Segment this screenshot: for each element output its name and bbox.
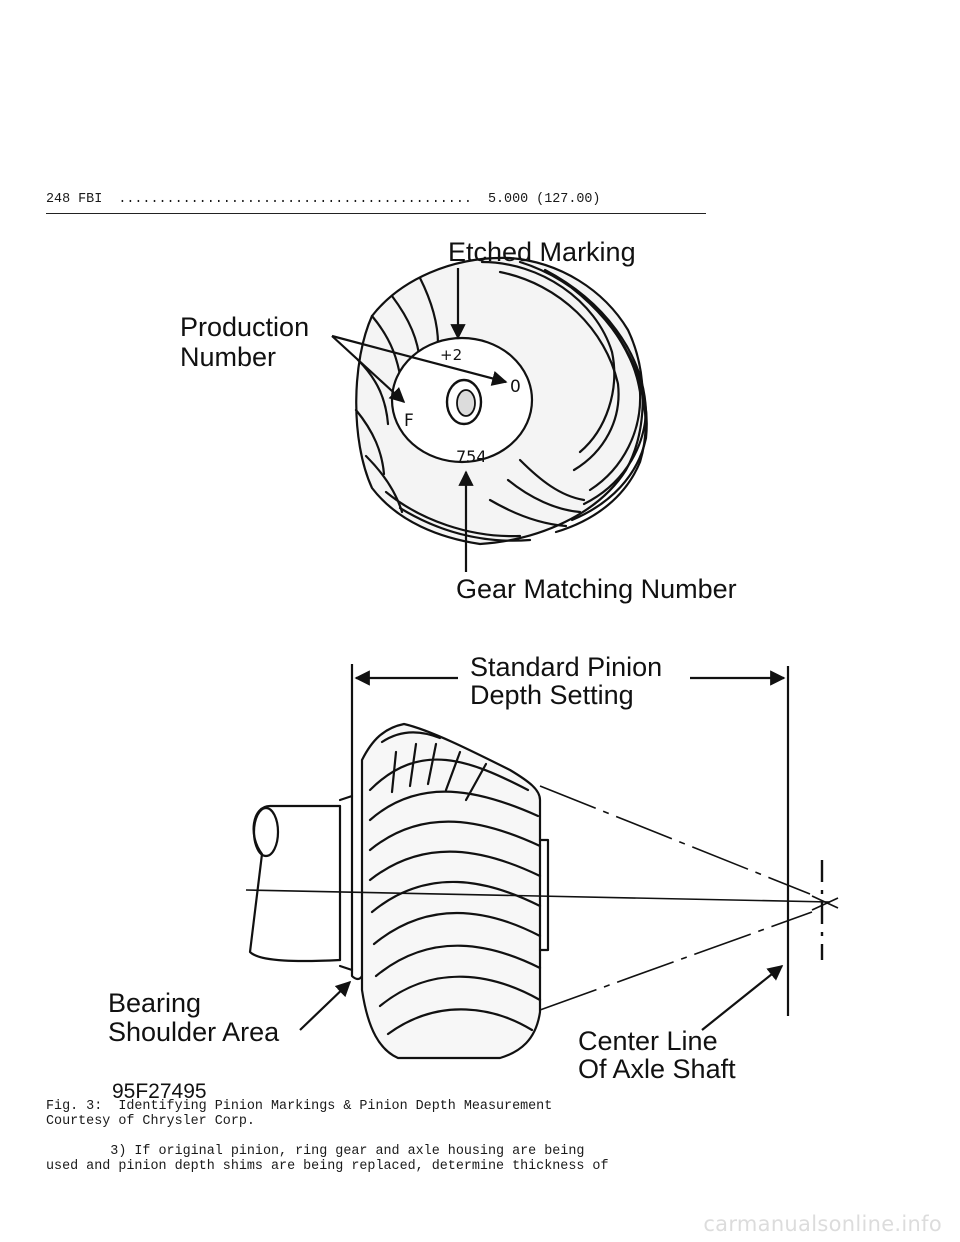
site-watermark: carmanualsonline.info xyxy=(703,1212,942,1236)
pinion-face-drawing xyxy=(354,256,648,546)
depth-dimension xyxy=(299,664,790,1031)
top-leaders xyxy=(331,268,508,572)
body-text-line-1: 3) If original pinion, ring gear and axl… xyxy=(46,1144,585,1159)
figure-credit: Courtesy of Chrysler Corp. xyxy=(46,1114,255,1129)
label-standard-2: Depth Setting xyxy=(470,680,634,710)
spec-divider xyxy=(46,213,706,214)
label-production-2: Number xyxy=(180,342,276,372)
label-bearing-1: Bearing xyxy=(108,988,201,1018)
label-production-1: Production xyxy=(180,312,309,342)
gear-mark-754: 754 xyxy=(456,447,487,466)
label-center-2: Of Axle Shaft xyxy=(578,1054,736,1084)
cone-lines xyxy=(245,785,839,1011)
gear-mark-f: F xyxy=(404,411,414,431)
label-gear-matching: Gear Matching Number xyxy=(456,574,737,604)
figure-caption: Fig. 3: Identifying Pinion Markings & Pi… xyxy=(46,1099,553,1114)
body-text-line-2: used and pinion depth shims are being re… xyxy=(46,1159,609,1174)
label-etched-marking: Etched Marking xyxy=(448,237,636,267)
pinion-figure: +2 0 F 754 Etched Marking Production Num… xyxy=(108,237,839,1100)
label-center-1: Center Line xyxy=(578,1026,718,1056)
label-standard-1: Standard Pinion xyxy=(470,652,662,682)
spec-row: 248 FBI ................................… xyxy=(46,192,601,207)
gear-mark-plus2: +2 xyxy=(440,346,462,364)
label-figure-id: 95F27495 xyxy=(112,1080,207,1100)
pinion-side-drawing xyxy=(248,722,550,1060)
gear-mark-zero: 0 xyxy=(510,377,521,397)
label-bearing-2: Shoulder Area xyxy=(108,1017,280,1047)
